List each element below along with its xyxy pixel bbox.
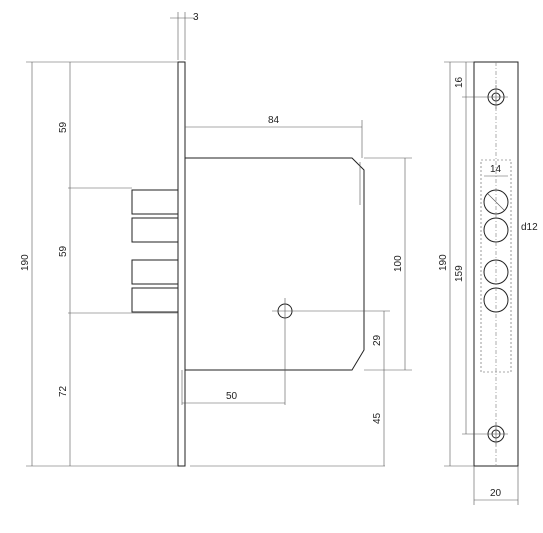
label-100: 100 (393, 255, 404, 272)
label-72: 72 (58, 385, 69, 397)
bolt-1 (131, 189, 179, 215)
bolt-group (131, 189, 179, 313)
label-59-top: 59 (58, 121, 69, 133)
label-59-mid: 59 (58, 245, 69, 257)
bolt-3 (131, 259, 179, 285)
bolt-diameter-arrow (487, 193, 505, 211)
side-view: 3 84 59 59 72 190 100 50 29 45 (20, 12, 412, 467)
label-29: 29 (372, 334, 383, 346)
label-45: 45 (372, 412, 383, 424)
lock-body (185, 157, 365, 371)
front-view: 190 159 16 14 d12 20 (438, 61, 538, 505)
top-screw-hole (484, 85, 508, 109)
label-d12: d12 (521, 222, 538, 233)
label-159: 159 (454, 265, 465, 282)
label-84: 84 (268, 115, 280, 126)
bolt-4 (131, 287, 179, 313)
front-plate (177, 61, 186, 467)
label-50: 50 (226, 391, 238, 402)
bolt-2 (131, 217, 179, 243)
label-14: 14 (490, 164, 502, 175)
label-190-front: 190 (438, 254, 449, 271)
label-16: 16 (454, 76, 465, 88)
label-190-side: 190 (20, 254, 31, 271)
label-20: 20 (490, 488, 502, 499)
label-plate-thickness: 3 (193, 12, 199, 23)
